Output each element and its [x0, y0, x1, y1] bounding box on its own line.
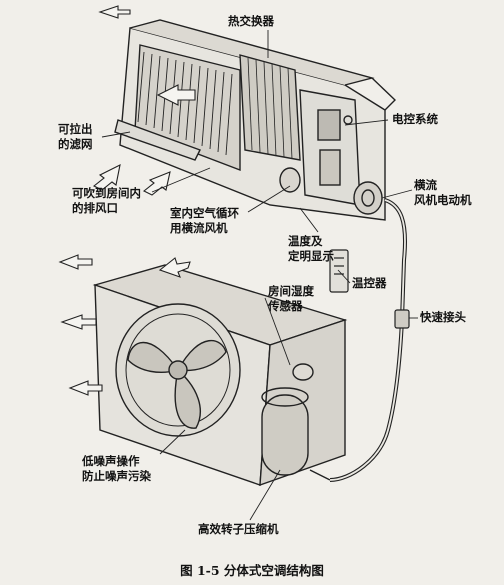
label-temp-display: 温度及 定明显示 — [288, 234, 334, 263]
label-quick-connector: 快速接头 — [420, 310, 466, 324]
label-compressor: 高效转子压缩机 — [198, 522, 279, 536]
airflow-arrows — [58, 5, 196, 396]
leader-lines — [101, 30, 418, 521]
label-control-system: 电控系统 — [392, 112, 438, 126]
label-filter: 可拉出 的滤网 — [58, 122, 93, 151]
label-heat-exchanger: 热交换器 — [228, 14, 274, 28]
label-crossflow-motor: 横流 风机电动机 — [414, 178, 472, 207]
figure-caption: 图 1-5 分体式空调结构图 — [180, 563, 324, 578]
label-low-noise: 低噪声操作 防止噪声污染 — [82, 454, 151, 483]
label-outlet: 可吹到房间内 的排风口 — [72, 186, 141, 215]
indoor-unit — [114, 19, 397, 221]
outdoor-unit — [92, 264, 348, 487]
label-humidity-sensor: 房间湿度 传感器 — [268, 284, 314, 313]
quick-connector — [394, 309, 410, 329]
label-thermostat: 温控器 — [352, 276, 387, 290]
label-crossflow-fan: 室内空气循环 用横流风机 — [170, 206, 239, 235]
